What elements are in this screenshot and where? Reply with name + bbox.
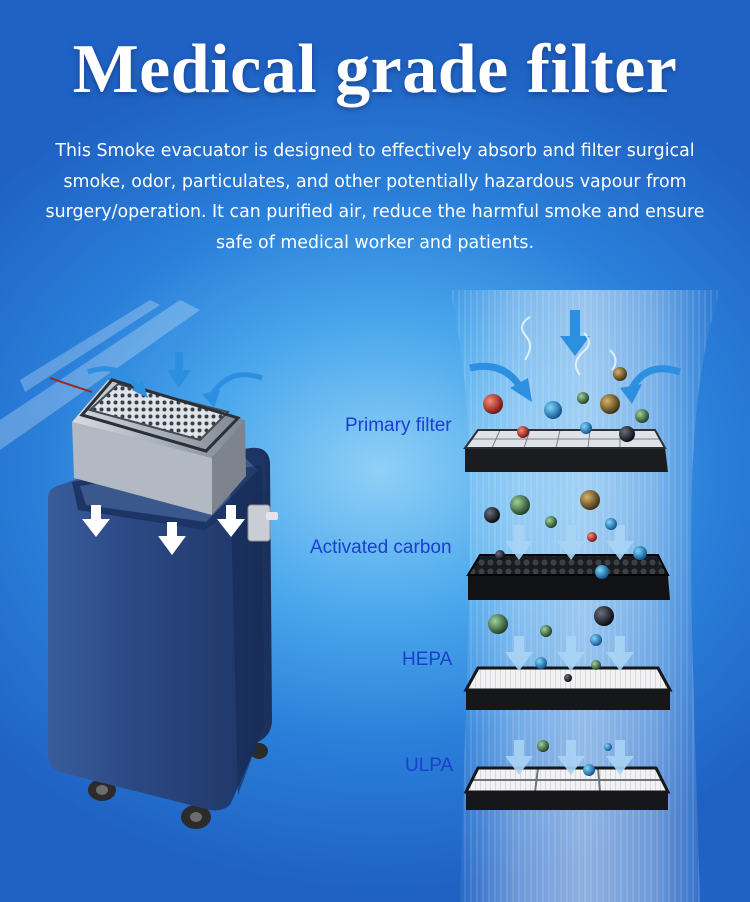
- down-arrow-icon: [505, 525, 634, 775]
- ulpa-filter-panel: [463, 766, 671, 810]
- filter-label-activated-carbon: Activated carbon: [310, 537, 452, 558]
- inflow-arrow-icon: [469, 310, 682, 404]
- activated-carbon-filter-panel: [466, 554, 670, 600]
- wheel: [181, 805, 211, 829]
- filter-housing: [72, 378, 246, 515]
- smoke-wisp: [520, 316, 617, 376]
- latch-handle: [247, 504, 278, 542]
- down-arrow-icon: [82, 505, 110, 537]
- filter-label-hepa: HEPA: [402, 649, 453, 670]
- power-cord: [49, 377, 93, 393]
- filter-label-primary: Primary filter: [345, 415, 452, 436]
- wheel: [88, 779, 116, 801]
- down-arrow-icon: [158, 522, 186, 555]
- product-description: This Smoke evacuator is designed to effe…: [45, 141, 705, 253]
- smoke-evacuator-machine: [48, 352, 278, 829]
- light-beam: [0, 300, 200, 450]
- inflow-arrow-icon: [87, 352, 263, 408]
- filter-label-ulpa: ULPA: [405, 755, 454, 776]
- particle: [483, 367, 649, 776]
- page-title: Medical grade filter: [72, 31, 678, 108]
- primary-filter-panel: [463, 429, 668, 472]
- down-arrow-icon: [217, 505, 245, 537]
